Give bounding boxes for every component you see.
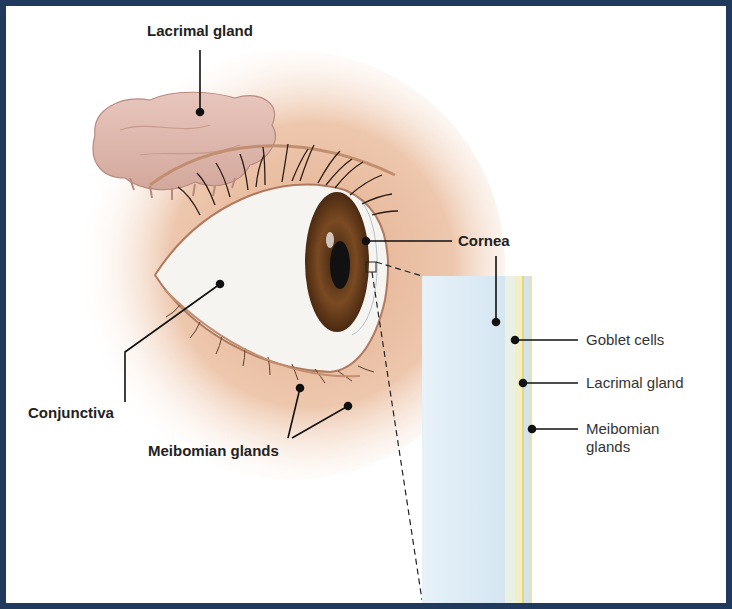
part-label: Cornea: [458, 232, 510, 250]
part-label: Goblet cells: [586, 331, 664, 349]
part-label: Meibomian glands: [586, 420, 681, 456]
part-label: Lacrimal gland: [147, 22, 253, 40]
part-label: Lacrimal gland: [586, 374, 684, 392]
part-label: Meibomian glands: [148, 442, 279, 460]
part-label: Conjunctiva: [28, 404, 114, 422]
